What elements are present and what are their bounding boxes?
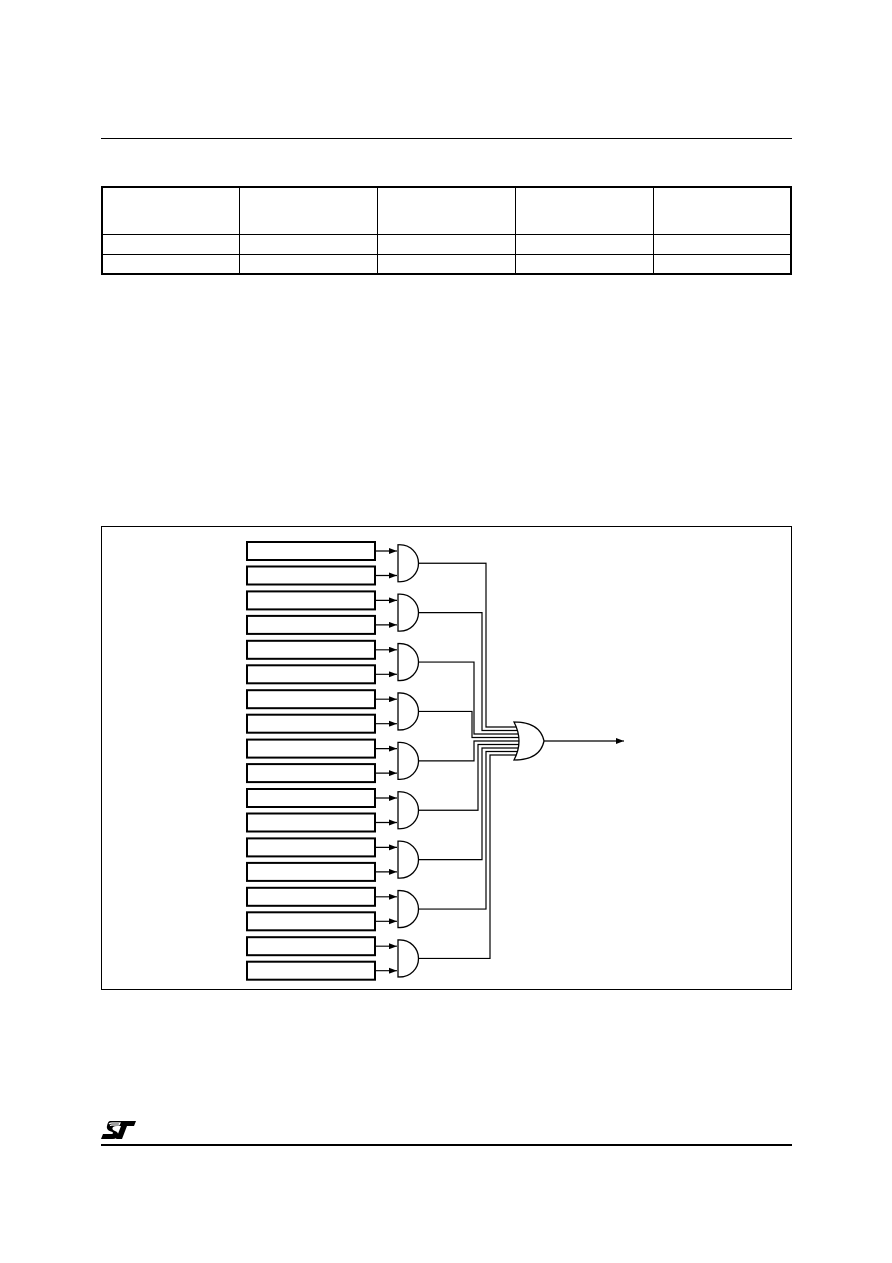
table-cell: [239, 233, 379, 255]
table-cell: [514, 233, 654, 255]
gate-wire: [418, 612, 520, 732]
table-cell: [101, 253, 241, 275]
table-cell: [239, 253, 379, 275]
register-box: [246, 713, 376, 734]
register-box: [246, 960, 376, 981]
register-box: [246, 861, 376, 882]
register-box: [246, 837, 376, 858]
and-gate: [397, 642, 420, 682]
gate-wire: [418, 661, 520, 735]
register-box: [246, 763, 376, 784]
wire-group: [418, 562, 520, 960]
and-gate: [397, 593, 420, 632]
and-gate: [397, 544, 420, 583]
register-box: [246, 738, 376, 759]
table-header-cell: [652, 186, 792, 235]
register-box: [246, 886, 376, 907]
and-gate: [397, 692, 420, 731]
table-cell: [652, 233, 792, 255]
register-box: [246, 936, 376, 957]
register-box: [246, 911, 376, 932]
and-gate: [397, 840, 420, 879]
st-logo-icon: [101, 1121, 136, 1139]
register-box: [246, 664, 376, 685]
table-header-cell: [514, 186, 654, 235]
gate-wire: [418, 750, 520, 910]
header-rule: [101, 138, 792, 139]
register-box: [246, 639, 376, 660]
and-gate: [397, 791, 420, 830]
or-gate: [512, 721, 545, 761]
logic-diagram: [246, 541, 624, 981]
and-gate: [397, 889, 420, 929]
gate-wire: [418, 747, 520, 861]
and-gate: [397, 939, 420, 978]
spec-table: [101, 186, 792, 275]
register-group: [246, 541, 397, 981]
table-cell: [514, 253, 654, 275]
and-gate: [397, 741, 420, 780]
gate-wire: [418, 754, 520, 960]
table-row: [101, 233, 792, 255]
gate-wire: [418, 743, 520, 811]
register-box: [246, 565, 376, 586]
register-box: [246, 614, 376, 635]
register-box: [246, 590, 376, 611]
register-box: [246, 541, 376, 561]
or-gate-group: [512, 721, 624, 761]
register-box: [246, 788, 376, 808]
table-row: [101, 253, 792, 275]
gate-wire: [418, 562, 520, 728]
logic-diagram-frame: [101, 526, 792, 990]
register-box: [246, 812, 376, 833]
table-cell: [377, 233, 516, 255]
table-header-cell: [239, 186, 379, 235]
gate-wire: [418, 710, 520, 739]
gate-wire: [418, 740, 520, 762]
table-header-cell: [101, 186, 241, 235]
table-header-cell: [377, 186, 516, 235]
table-cell: [101, 233, 241, 255]
and-gate-group: [397, 544, 420, 978]
table-cell: [652, 253, 792, 275]
table-header-row: [101, 186, 792, 235]
footer-rule: [101, 1144, 792, 1146]
register-box: [246, 689, 376, 710]
table-cell: [377, 253, 516, 275]
